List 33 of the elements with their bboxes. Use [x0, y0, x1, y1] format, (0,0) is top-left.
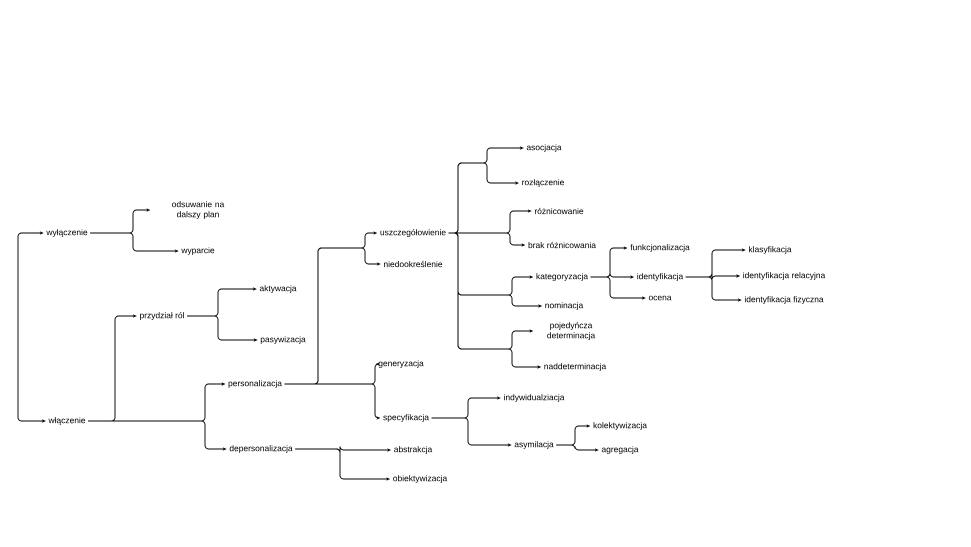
- term-label: niedookreślenie: [384, 260, 442, 268]
- term-label: asocjacja: [526, 144, 562, 152]
- term-label: ocena: [648, 296, 672, 300]
- term-label: wyłączenie: [46, 229, 88, 237]
- term-label: obiektywizacja: [393, 475, 448, 483]
- term-label: kategoryzacja: [536, 273, 588, 281]
- term-label: indywidualziacja: [504, 394, 564, 402]
- term-label: identyfikacja relacyjna: [743, 272, 826, 280]
- term-label: rozłączenie: [522, 179, 564, 187]
- term-label: wyparcie: [181, 247, 214, 255]
- term-label: agregacja: [602, 446, 639, 454]
- term-label: przydział ról: [140, 312, 184, 320]
- term-label: brak różnicowania: [528, 242, 596, 248]
- term-label: kolektywizacja: [594, 422, 647, 430]
- term-label: naddeterminacja: [544, 363, 606, 371]
- term-label: włączenie: [48, 417, 86, 425]
- term-label: specyfikacja: [383, 414, 429, 422]
- term-label: asymilacja: [514, 441, 554, 449]
- term-label: aktywacja: [260, 285, 297, 293]
- term-label: pojedyńcza determinacja: [547, 322, 596, 340]
- term-label: funkcjonalizacja: [630, 244, 690, 252]
- term-label: personalizacja: [228, 380, 282, 388]
- term-label: generyzacja: [378, 360, 424, 368]
- term-label: abstrakcja: [394, 446, 432, 454]
- term-label: klasyfikacja: [749, 246, 792, 254]
- term-label: pasywizacja: [260, 336, 306, 344]
- term-label: identyfikacja fizyczna: [744, 296, 824, 304]
- term-label: depersonalizacja: [230, 445, 293, 453]
- term-label: identyfikacja: [637, 273, 684, 281]
- term-label: różnicowanie: [534, 208, 584, 214]
- term-label: odsuwanie na dalszy plan: [172, 201, 224, 219]
- term-label: uszczegółowienie: [380, 229, 446, 237]
- term-label: nominacja: [545, 302, 584, 310]
